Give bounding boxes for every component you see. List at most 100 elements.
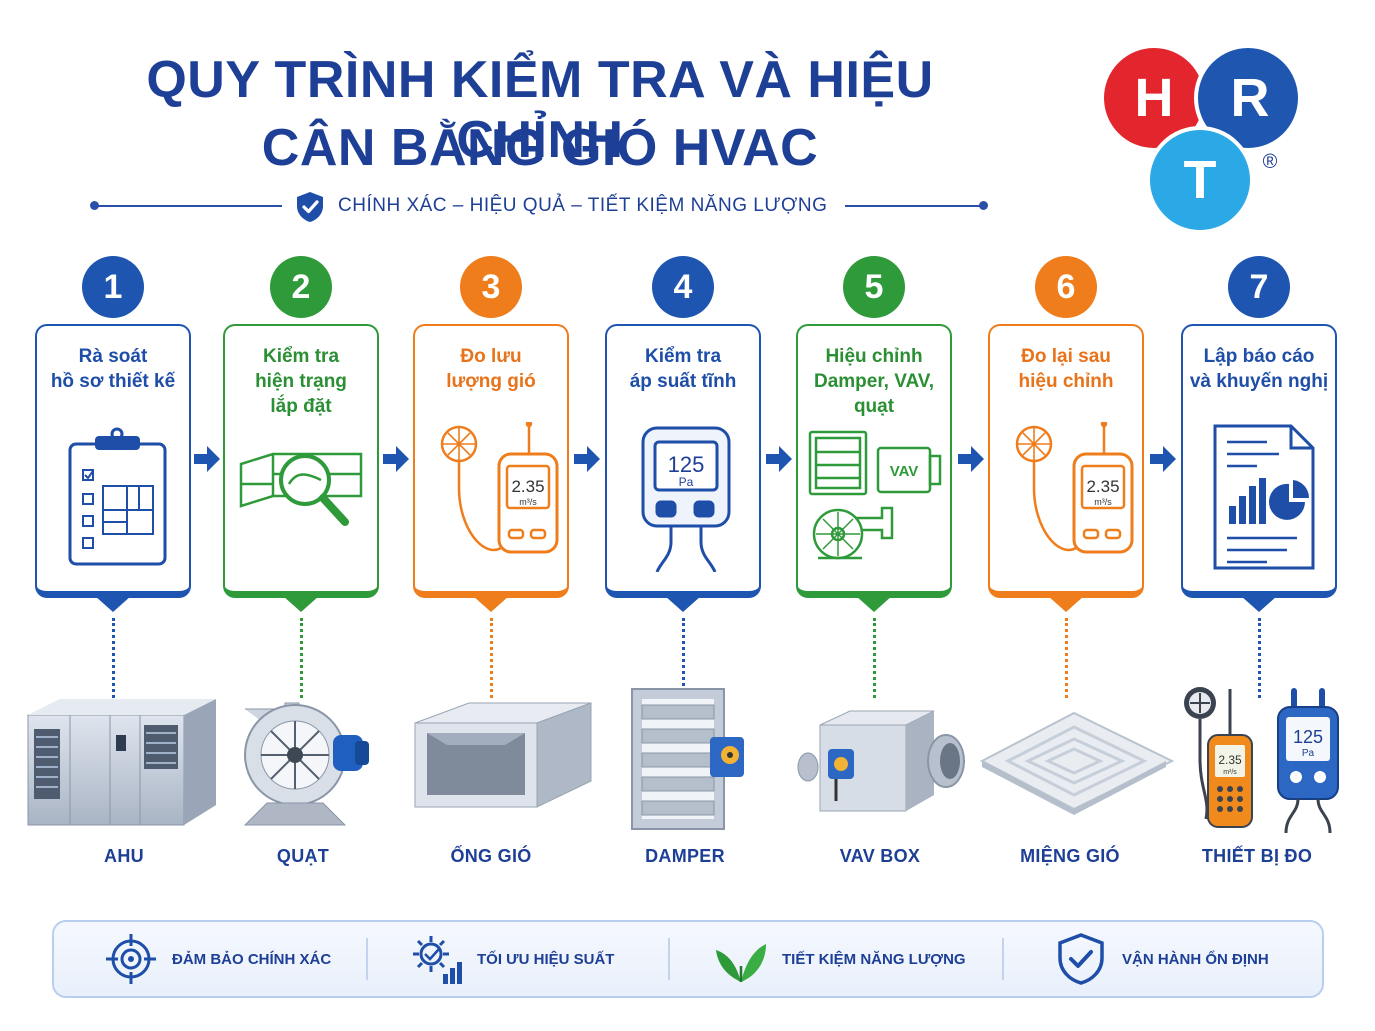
tagline-rule-right (845, 205, 981, 207)
measuring-devices-icon: 2.35 m³/s 125 Pa (1184, 687, 1339, 834)
step-number: 2 (270, 256, 332, 318)
step-number: 3 (460, 256, 522, 318)
shield-check-icon (297, 192, 323, 222)
benefit-item: TIẾT KIỆM NĂNG LƯỢNG (714, 922, 966, 996)
logo-circle-r (1194, 44, 1298, 152)
tagline-dot-right (979, 201, 988, 210)
duct-magnifier-icon (239, 452, 363, 526)
vav-box-icon (797, 710, 965, 812)
tagline: CHÍNH XÁC – HIỆU QUẢ – TIẾT KIỆM NĂNG LƯ… (338, 195, 828, 216)
step-card: Kiểm tra hiện trạng lắp đặt (223, 324, 379, 598)
step-title: Rà soát hồ sơ thiết kế (50, 346, 176, 392)
equipment-label: VAV BOX (839, 846, 921, 866)
reading-value: 2.35 (511, 477, 544, 496)
step-pointer (665, 596, 701, 612)
reading-unit: m³/s (1223, 769, 1237, 776)
air-diffuser-icon (979, 711, 1175, 815)
ahu-unit-icon (27, 699, 216, 826)
benefits-bar: ĐẢM BẢO CHÍNH XÁC TỐI ƯU HIỆU SUẤT TIẾT … (52, 920, 1324, 998)
step-number: 4 (652, 256, 714, 318)
report-chart-icon (1213, 424, 1315, 570)
anemometer-icon: 2.35 m³/s (440, 422, 559, 554)
step-pointer (1241, 596, 1277, 612)
vav-label: VAV (890, 463, 919, 480)
logo-letter-h: H (1135, 68, 1174, 128)
step-pointer (473, 596, 509, 612)
step-title: Kiểm tra hiện trạng lắp đặt (255, 346, 347, 417)
step-title: Kiểm tra áp suất tĩnh (629, 346, 737, 392)
step-card: Đo lại sau hiệu chỉnh 2.35 m³/s (988, 324, 1144, 598)
step-card: Lập báo cáo và khuyến nghị (1181, 324, 1337, 598)
step-connector (1258, 618, 1261, 698)
damper-vav-fan-icon: VAV (808, 430, 942, 560)
arrow-right-icon (194, 446, 220, 472)
step-title: Đo lại sau hiệu chỉnh (1018, 346, 1114, 392)
step-number: 6 (1035, 256, 1097, 318)
logo-circle-t (1146, 126, 1254, 234)
benefit-label: TỐI ƯU HIỆU SUẤT (477, 950, 615, 968)
equipment-label: THIẾT BỊ ĐO (1201, 846, 1313, 866)
tagline-dot-left (90, 201, 99, 210)
step-connector (300, 618, 303, 698)
benefit-label: TIẾT KIỆM NĂNG LƯỢNG (782, 950, 966, 968)
step-pointer (1048, 596, 1084, 612)
page-title-line-1: QUY TRÌNH KIỂM TRA VÀ HIỆU CHỈNH (146, 51, 934, 169)
benefit-divider (366, 938, 368, 980)
equipment-label: DAMPER (645, 846, 725, 866)
step-title: Lập báo cáo và khuyến nghị (1189, 346, 1329, 392)
damper-icon (631, 688, 744, 830)
equipment-label: MIỆNG GIÓ (1020, 846, 1120, 866)
reading-value: 2.35 (1086, 477, 1119, 496)
reading-unit: Pa (679, 475, 694, 489)
step-title: Đo lưu lượng gió (446, 346, 536, 392)
step-number: 5 (843, 256, 905, 318)
step-pointer (95, 596, 131, 612)
duct-icon (414, 702, 592, 808)
benefit-label: VẬN HÀNH ỔN ĐỊNH (1122, 950, 1269, 968)
logo-registered: ® (1263, 151, 1278, 173)
step-pointer (856, 596, 892, 612)
equipment-label: AHU (104, 846, 144, 866)
reading-value: 2.35 (1218, 753, 1242, 767)
arrow-right-icon (958, 446, 984, 472)
clipboard-blueprint-icon (68, 427, 167, 566)
step-card: Hiệu chỉnh Damper, VAV, quạt VAV (796, 324, 952, 598)
manometer-icon: 125 Pa (641, 426, 731, 572)
step-title: Hiệu chỉnh Damper, VAV, quạt (813, 346, 935, 417)
hrt-logo: H R T ® (1100, 44, 1298, 234)
tagline-row: CHÍNH XÁC – HIỆU QUẢ – TIẾT KIỆM NĂNG LƯ… (90, 186, 990, 226)
benefit-label: ĐẢM BẢO CHÍNH XÁC (172, 950, 332, 968)
shield-check-icon (1058, 933, 1104, 985)
leaf-icon (716, 944, 766, 982)
gear-chart-icon (413, 936, 462, 984)
step-connector (490, 618, 493, 698)
step-card: Rà soát hồ sơ thiết kế (35, 324, 191, 598)
step-connector (112, 618, 115, 698)
step-pointer (283, 596, 319, 612)
target-icon (106, 934, 156, 984)
reading-unit: m³/s (519, 497, 537, 507)
arrow-right-icon (766, 446, 792, 472)
step-connector (1065, 618, 1068, 698)
step-connector (873, 618, 876, 698)
reading-value: 125 (1293, 727, 1323, 747)
tagline-rule-left (96, 205, 282, 207)
equipment-label: ỐNG GIÓ (450, 846, 532, 866)
equipment-label: QUẠT (276, 846, 330, 866)
step-card: Kiểm tra áp suất tĩnh 125 Pa (605, 324, 761, 598)
step-number: 1 (82, 256, 144, 318)
logo-letter-t: T (1184, 150, 1217, 210)
benefit-divider (668, 938, 670, 980)
page-title-line-2: CÂN BẰNG GIÓ HVAC (261, 119, 819, 177)
logo-letter-r: R (1231, 68, 1270, 128)
centrifugal-fan-icon (243, 702, 369, 826)
benefit-item: VẬN HÀNH ỔN ĐỊNH (1054, 922, 1269, 996)
anemometer-icon: 2.35 m³/s (1015, 422, 1134, 554)
step-connector (682, 618, 685, 698)
benefit-item: ĐẢM BẢO CHÍNH XÁC (104, 922, 331, 996)
reading-value: 125 (668, 452, 705, 477)
reading-unit: Pa (1302, 748, 1315, 759)
benefit-item: TỐI ƯU HIỆU SUẤT (409, 922, 614, 996)
arrow-right-icon (383, 446, 409, 472)
arrow-right-icon (1150, 446, 1176, 472)
